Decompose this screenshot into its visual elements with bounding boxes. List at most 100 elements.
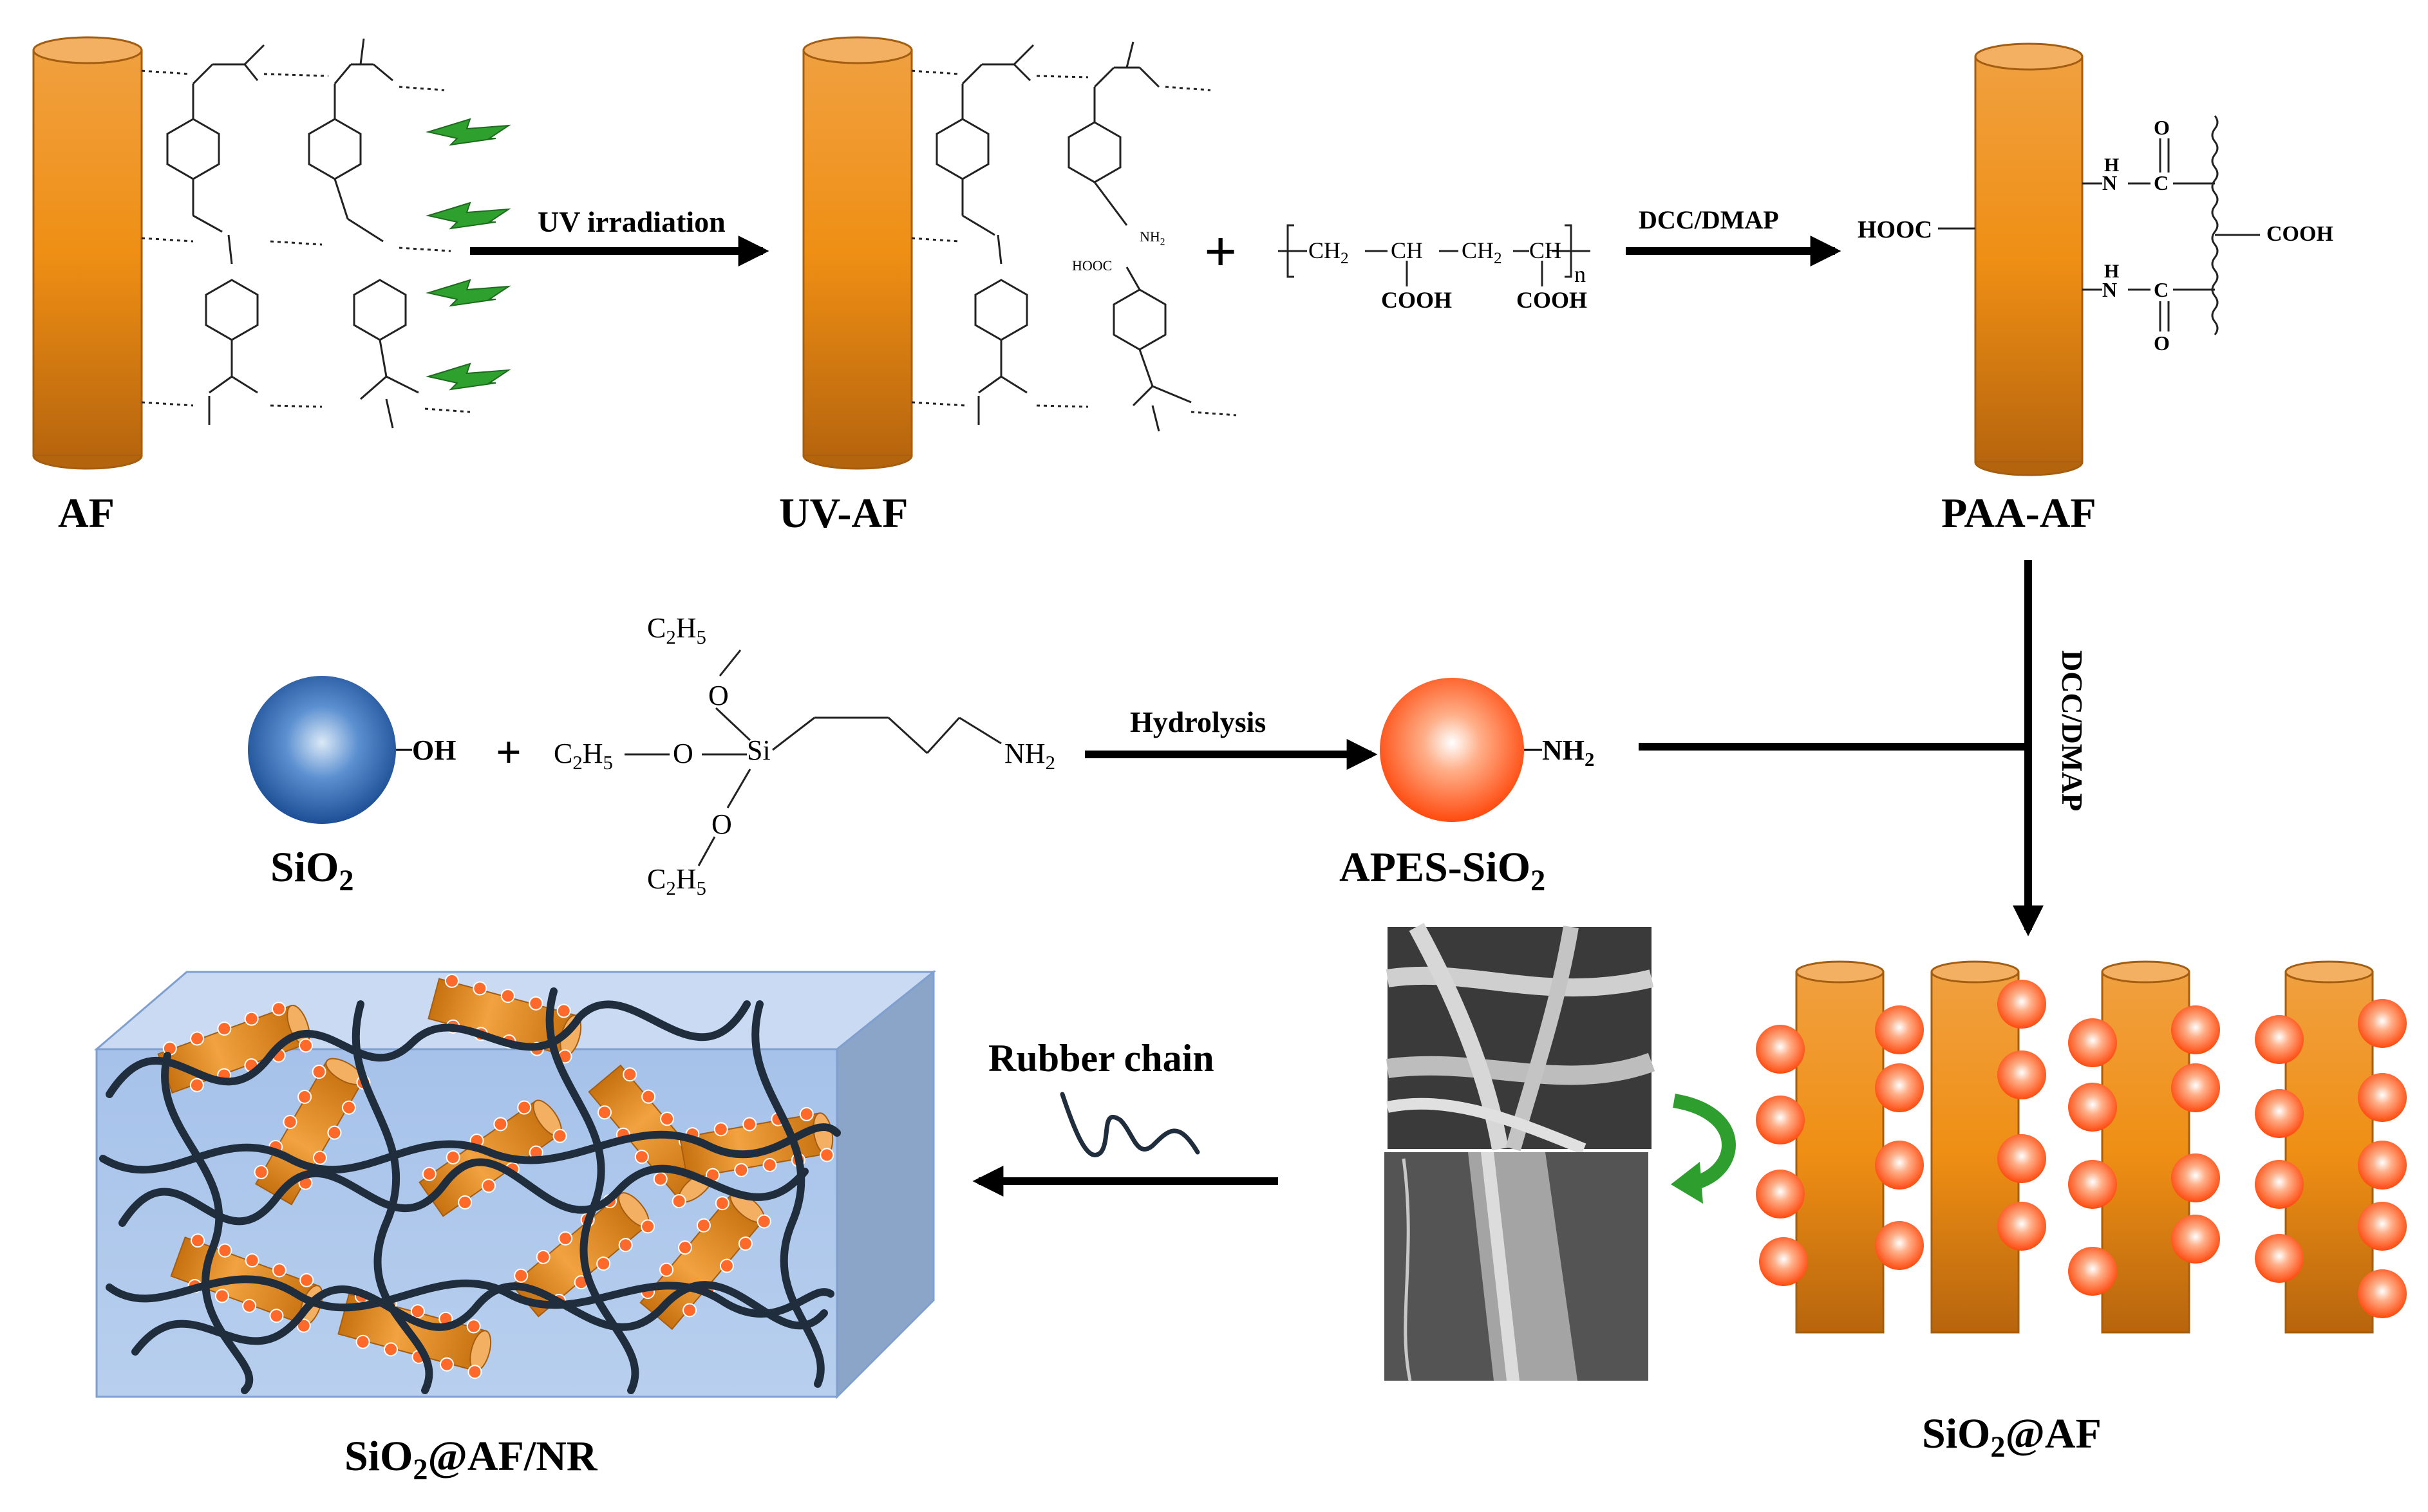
apes-sio2-label: APES-SiO2 <box>1339 844 1546 897</box>
ethyl-left: C2H5 <box>554 738 613 774</box>
hooc-group: HOOC <box>1858 216 1933 243</box>
sio2-af-fiber-3 <box>2068 960 2220 1334</box>
sio2-particle-1-6 <box>1875 1141 1924 1190</box>
composite-rod-4 <box>419 1099 567 1217</box>
plus-sign-2: + <box>496 728 522 778</box>
oxygen-bottom: O <box>711 808 732 840</box>
rubber-chain-1 <box>106 1000 751 1098</box>
sio2-particle-4-3 <box>2255 1089 2304 1138</box>
uv-irradiation-label: UV irradiation <box>538 205 726 238</box>
sio2-af-fiber-1 <box>1756 960 1924 1334</box>
uv-hooc: HOOC <box>1072 257 1113 274</box>
amide-h-2: H <box>2104 261 2120 282</box>
uv-af-fiber <box>802 36 913 470</box>
uv-af-structure <box>911 41 1237 432</box>
sio2-particle-1-7 <box>1759 1237 1808 1286</box>
sio2-particle-4-8 <box>2358 1202 2407 1251</box>
silicon-atom: Si <box>747 734 771 766</box>
sio2-particle-1-2 <box>1875 1005 1924 1054</box>
sio2-particle-3-7 <box>2068 1247 2117 1296</box>
rubber-chain-7 <box>751 1000 825 1388</box>
hydrolysis-label: Hydrolysis <box>1130 705 1266 738</box>
nh2-group-apes: NH2 <box>1542 734 1595 770</box>
sio2-particle-3-4 <box>2171 1063 2220 1112</box>
sio2-particle <box>248 676 396 824</box>
paa-af-fiber <box>1974 42 2084 476</box>
paa-cooh-1: COOH <box>1381 287 1453 313</box>
sio2-particle-3-3 <box>2068 1083 2117 1132</box>
sio2-af-fibers <box>1756 960 2407 1334</box>
sio2-particle-1-8 <box>1875 1221 1924 1270</box>
rubber-chain-label: Rubber chain <box>988 1037 1214 1079</box>
rubber-chain-6 <box>545 987 639 1394</box>
uv-lightning-icons <box>426 118 511 391</box>
dcc-dmap-label-2: DCC/DMAP <box>2056 650 2089 812</box>
paa-n: n <box>1574 261 1586 287</box>
rubber-chain-8 <box>99 1123 841 1174</box>
dcc-dmap-label-1: DCC/DMAP <box>1639 205 1779 234</box>
sio2-particle-4-9 <box>2358 1269 2407 1318</box>
rubber-chain-icon <box>1060 1092 1200 1157</box>
cooh-group: COOH <box>2266 222 2333 246</box>
paa-ch2-a: CH2 <box>1308 238 1349 268</box>
paa-ch2-b: CH2 <box>1462 238 1502 268</box>
rubber-chain-2 <box>118 1158 809 1227</box>
oxygen-left: O <box>673 738 693 769</box>
paa-ch-2: CH <box>1529 238 1562 263</box>
sio2-particle-3-6 <box>2171 1153 2220 1202</box>
sio2-particle-3-8 <box>2171 1215 2220 1264</box>
ethyl-bottom: C2H5 <box>647 863 706 899</box>
sem-image-bottom <box>1384 1152 1648 1381</box>
sio2-particle-1-1 <box>1756 1025 1805 1074</box>
sio2-particle-1-4 <box>1875 1063 1924 1112</box>
sio2-af-nr-label: SiO2@AF/NR <box>344 1433 598 1486</box>
apes-sio2-particle <box>1380 678 1524 822</box>
apes-silane-structure <box>625 649 1002 866</box>
rubber-chain-9 <box>106 1275 834 1318</box>
sio2-particle-2-1 <box>1997 980 2046 1029</box>
paa-polymer-structure <box>1278 224 1590 286</box>
sio2-particle-3-1 <box>2068 1018 2117 1067</box>
sio2-particle-2-4 <box>1997 1202 2046 1251</box>
sio2-particle-4-2 <box>2358 999 2407 1048</box>
green-curved-arrow <box>1673 1094 1736 1191</box>
amide-c-2: C <box>2154 278 2169 301</box>
paa-ch: CH <box>1391 238 1424 263</box>
sio2-particle-4-1 <box>2255 1015 2304 1064</box>
composite-fibers-and-chains <box>99 973 841 1394</box>
sio2-particle-2-3 <box>1997 1134 2046 1183</box>
uv-af-label: UV-AF <box>779 490 908 537</box>
af-fiber <box>32 36 143 470</box>
amide-o-2: O <box>2154 331 2170 355</box>
sio2-particle-1-5 <box>1756 1170 1805 1218</box>
nh2-group-silane: NH2 <box>1004 738 1055 774</box>
sio2-particle-2-2 <box>1997 1050 2046 1099</box>
sio2-particle-4-6 <box>2358 1141 2407 1190</box>
rubber-chain-4 <box>161 1052 254 1394</box>
oh-group: OH <box>412 734 456 766</box>
af-label: AF <box>58 490 115 537</box>
paa-af-grafted-structure <box>1938 115 2260 335</box>
amide-c-1: C <box>2154 171 2169 194</box>
plus-sign-1: + <box>1204 220 1238 284</box>
amide-n-1: N <box>2102 171 2118 194</box>
sio2-particle-4-5 <box>2255 1160 2304 1209</box>
sio2-particle-4-7 <box>2255 1234 2304 1283</box>
sio2-af-fiber-4 <box>2255 960 2407 1334</box>
ethyl-top: C2H5 <box>647 612 706 648</box>
rubber-chain-5 <box>352 1000 433 1394</box>
sio2-particle-4-4 <box>2358 1073 2407 1122</box>
paa-cooh-2: COOH <box>1516 287 1588 313</box>
rubber-chain-3 <box>131 1281 828 1356</box>
sio2-particle-1-3 <box>1756 1096 1805 1144</box>
amide-o-1: O <box>2154 116 2170 139</box>
sem-image-top <box>1386 922 1655 1155</box>
sio2-label: SiO2 <box>270 844 354 897</box>
amide-h-1: H <box>2104 154 2120 176</box>
amide-n-2: N <box>2102 278 2118 301</box>
af-aramid-structure <box>141 38 471 429</box>
sio2-af-fiber-2 <box>1930 960 2046 1334</box>
paa-af-label: PAA-AF <box>1941 490 2096 537</box>
